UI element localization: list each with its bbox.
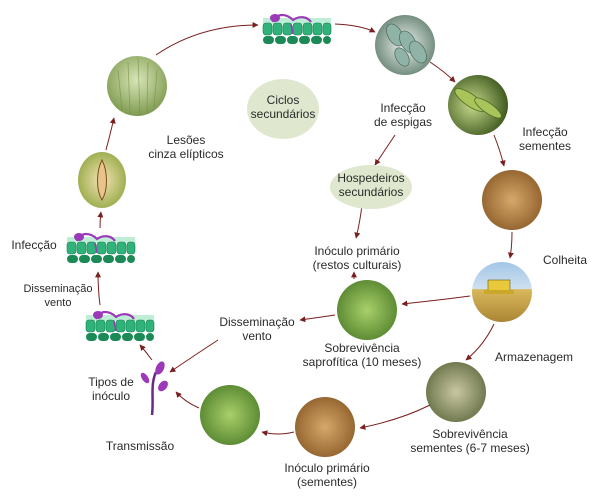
label-inoculo-restos: Inóculo primário(restos culturais): [313, 244, 402, 272]
inoculum-plant-icon: [140, 361, 168, 416]
seedling-field-photo: [200, 385, 260, 445]
ciclos-ellipse: [247, 79, 319, 139]
arrow-stubble-to-seeds: [359, 404, 431, 430]
tissue-infection-left-icon: [65, 231, 137, 265]
arrow-harvester-to-residue: [401, 295, 471, 307]
arrow-hosp-to-restos: [354, 204, 363, 239]
hospedeiros-ellipse: [330, 165, 412, 209]
cycle-arrows: [95, 22, 514, 437]
arrow-seeds-to-harvester: [507, 231, 514, 259]
pods: [454, 88, 502, 119]
lesion-icon: [97, 158, 107, 201]
tissue-dissemination-icon: [84, 309, 156, 343]
arrow-plant-to-tissue: [139, 344, 153, 361]
label-infeccao-left: Infecção: [11, 238, 57, 252]
harvester-photo: [472, 262, 532, 322]
crop-residue-photo: [337, 280, 397, 340]
wheat-field-texture: [117, 57, 158, 116]
seed-inoculum-photo: [295, 397, 355, 457]
arrow-residue-to-dissemination: [299, 314, 336, 323]
arrow-tissue-to-leaf: [97, 211, 104, 229]
arrow-spike-to-pods: [429, 61, 456, 83]
label-inoculo-sementes: Inóculo primário(sementes): [284, 461, 370, 489]
label-transmissao: Transmissão: [106, 439, 175, 453]
arrow-dissemination-to-plant: [169, 339, 219, 373]
arrow-seeds-to-seedlings: [261, 430, 295, 437]
wheat-field-photo: [107, 56, 167, 116]
spike-grains: [386, 23, 427, 67]
label-colheita: Colheita: [543, 253, 587, 267]
harvested-seeds-photo: [482, 170, 542, 230]
arrow-pods-to-seeds: [493, 134, 506, 167]
label-armazenagem: Armazenagem: [495, 350, 573, 364]
arrow-espigas-to-hosp: [374, 134, 396, 166]
tissue-infection-top-icon: [261, 12, 333, 46]
stubble-field-photo: [426, 362, 486, 422]
arrow-tissue-to-spike: [334, 23, 376, 33]
arrow-harvester-to-stubble: [465, 323, 495, 361]
arrow-seedlings-to-plant: [175, 391, 200, 409]
arrow-leaf-to-wheat: [105, 117, 116, 151]
arrow-wheat-to-tissue: [155, 22, 259, 56]
arrow-tissue-to-tissue: [95, 271, 102, 306]
